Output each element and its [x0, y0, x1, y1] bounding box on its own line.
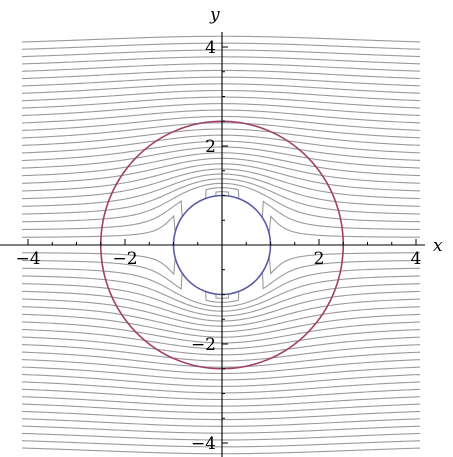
streamline: [21, 275, 421, 312]
streamline: [21, 157, 421, 184]
streamline: [21, 396, 421, 407]
streamline: [21, 140, 421, 162]
streamline: [21, 182, 421, 223]
streamline: [21, 283, 421, 317]
streamline: [21, 418, 421, 427]
streamline: [21, 351, 421, 368]
streamline: [21, 306, 421, 333]
axes-group: −4 −2 2 4 4 2 −2 −4: [0, 32, 425, 457]
streamline: [21, 187, 421, 246]
streamline: [21, 96, 421, 109]
streamline: [21, 344, 421, 362]
streamline: [21, 321, 421, 344]
streamline: [21, 336, 421, 356]
streamline: [21, 115, 421, 131]
streamline: [21, 146, 421, 169]
streamline: [21, 440, 421, 448]
streamline: [21, 447, 421, 455]
streamline: [21, 410, 421, 421]
streamline: [21, 328, 421, 350]
streamline: [21, 373, 421, 387]
streamline: [21, 388, 421, 401]
streamline: [21, 244, 421, 299]
y-tick-label: −4: [191, 434, 216, 454]
x-tick-label: −4: [15, 249, 40, 269]
y-tick-label: 4: [205, 38, 216, 58]
y-tick-label: 2: [205, 137, 216, 157]
streamline: [21, 191, 421, 246]
streamline: [21, 69, 421, 80]
streamline: [21, 168, 421, 200]
streamline: [21, 403, 421, 414]
streamline: [21, 42, 421, 50]
x-tick-label: 2: [314, 249, 325, 269]
y-tick-label: −2: [191, 335, 216, 355]
streamline: [21, 89, 421, 102]
x-tick-label: 4: [411, 249, 422, 269]
streamline: [21, 128, 421, 146]
streamline: [21, 109, 421, 124]
streamline: [21, 152, 421, 177]
y-axis-label: y: [209, 5, 220, 25]
streamline: [21, 366, 421, 381]
streamline: [21, 267, 421, 308]
streamlines-group: [21, 35, 421, 455]
streamline: [21, 313, 421, 338]
streamline: [21, 298, 421, 327]
streamline: [21, 63, 421, 72]
streamline: [21, 425, 421, 434]
streamline: [21, 290, 421, 322]
streamline: [21, 76, 421, 87]
streamline: [21, 244, 421, 303]
streamline: [21, 163, 421, 192]
streamline: [21, 103, 421, 117]
streamline: [21, 56, 421, 65]
streamline: [21, 178, 421, 215]
streamline: [21, 49, 421, 58]
streamline: [21, 173, 421, 207]
streamline: [21, 83, 421, 94]
streamline: [21, 122, 421, 139]
streamline: [21, 432, 421, 441]
ticks-group: −4 −2 2 4 4 2 −2 −4: [15, 38, 421, 454]
streamline: [21, 134, 421, 154]
x-axis-label: x: [433, 236, 443, 256]
x-tick-label: −2: [112, 249, 137, 269]
streamline: [21, 381, 421, 394]
streamline: [21, 359, 421, 375]
streamline: [21, 35, 421, 43]
